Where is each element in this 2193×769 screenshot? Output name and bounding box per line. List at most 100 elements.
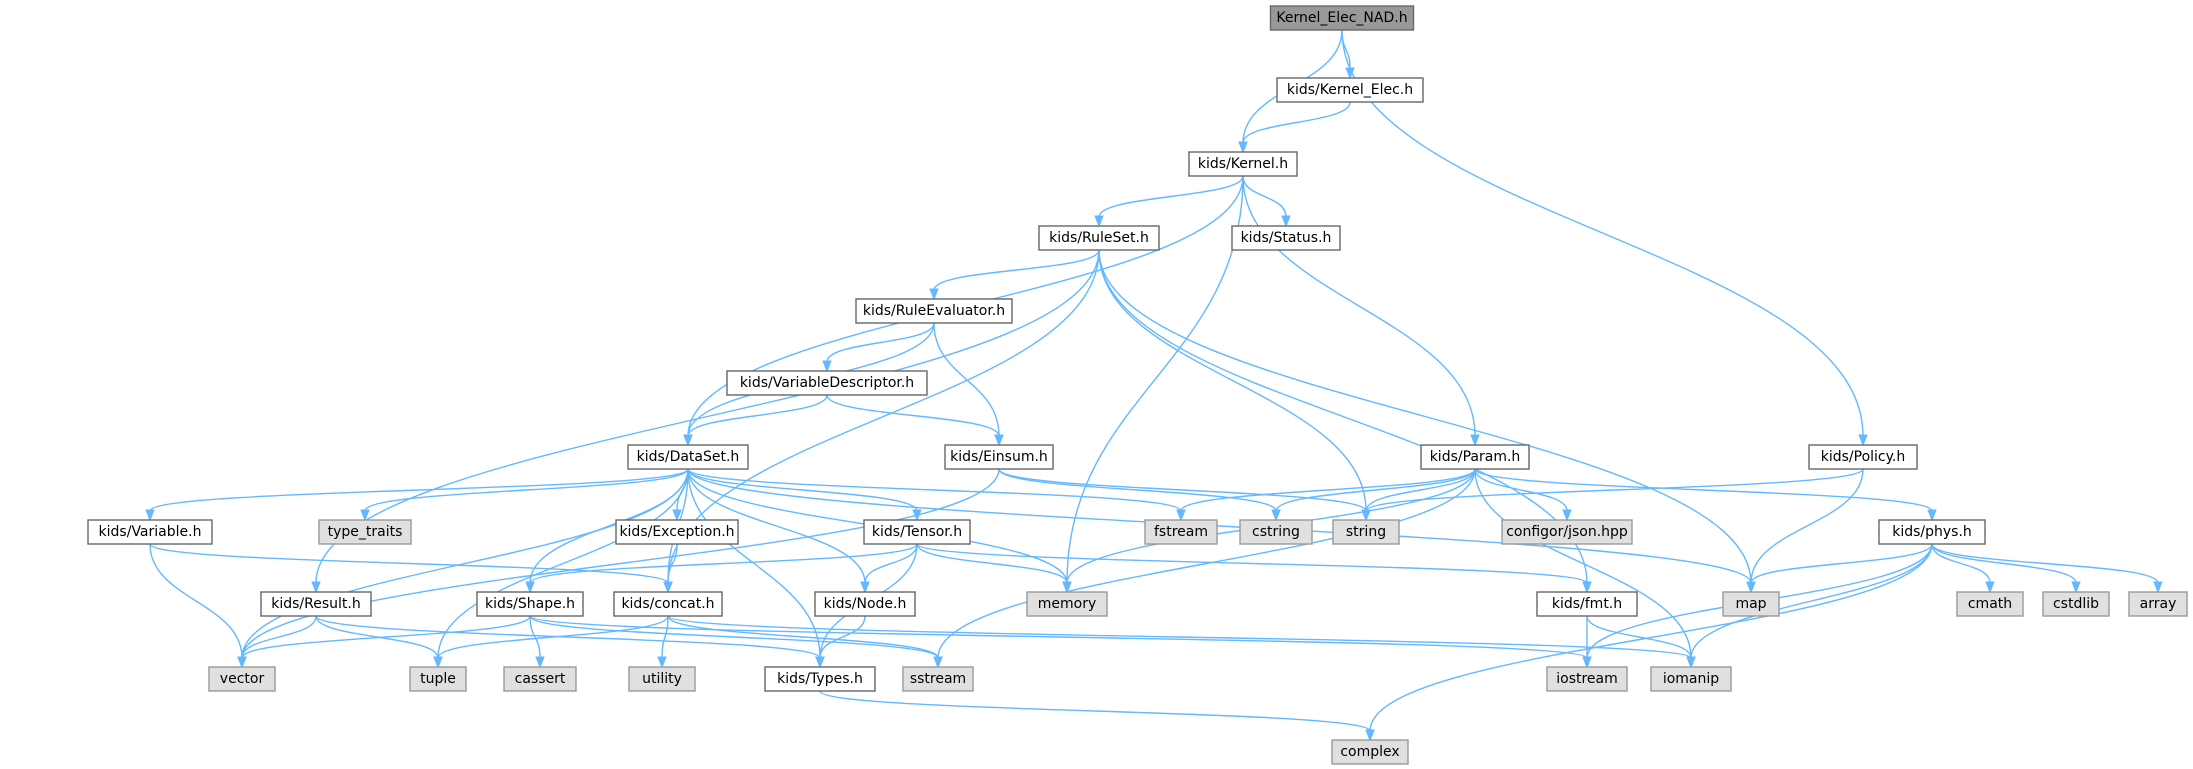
- node-kids-result-h[interactable]: kids/Result.h: [260, 591, 372, 617]
- node-iostream: iostream: [1546, 666, 1628, 692]
- node-kids-variabledescriptor-h[interactable]: kids/VariableDescriptor.h: [726, 370, 928, 396]
- node-cassert: cassert: [503, 666, 577, 692]
- node-kernel-elec-nad-h[interactable]: Kernel_Elec_NAD.h: [1269, 5, 1415, 31]
- node-array: array: [2128, 591, 2188, 617]
- node-kids-param-h[interactable]: kids/Param.h: [1420, 444, 1530, 470]
- edge-result-to-types: [315, 615, 825, 669]
- edge-node-to-types: [815, 615, 866, 669]
- node-label: kids/DataSet.h: [637, 449, 740, 465]
- node-label: kids/Shape.h: [485, 596, 575, 612]
- edge-root-to-kernel_elec: [1341, 29, 1355, 80]
- edge-ruleeval-to-einsum: [933, 322, 1004, 447]
- edge-phys-to-cstdlib: [1931, 543, 2081, 594]
- node-kids-phys-h[interactable]: kids/phys.h: [1878, 519, 1986, 545]
- node-tuple: tuple: [409, 666, 467, 692]
- edge-fmt-to-iostream: [1582, 616, 1592, 669]
- node-label: kids/phys.h: [1892, 524, 1972, 540]
- node-label: map: [1735, 596, 1766, 612]
- edge-shape-to-sstream: [529, 615, 943, 669]
- node-label: kids/concat.h: [621, 596, 714, 612]
- node-label: vector: [220, 671, 265, 687]
- node-map: map: [1722, 591, 1780, 617]
- node-label: cstring: [1252, 524, 1300, 540]
- node-complex: complex: [1331, 739, 1409, 765]
- node-label: type_traits: [328, 524, 403, 540]
- node-kids-exception-h[interactable]: kids/Exception.h: [615, 519, 739, 545]
- edge-tensor-to-fmt: [916, 543, 1592, 594]
- edge-phys-to-cmath: [1931, 543, 1995, 594]
- edge-vardesc-to-einsum: [826, 394, 1004, 447]
- edge-dataset-to-fstream: [687, 468, 1186, 522]
- node-kids-status-h[interactable]: kids/Status.h: [1231, 225, 1341, 251]
- edge-dataset-to-type_traits: [360, 468, 689, 522]
- node-memory: memory: [1026, 591, 1108, 617]
- node-kids-node-h[interactable]: kids/Node.h: [814, 591, 916, 617]
- edge-tensor-to-shape: [525, 543, 918, 594]
- node-fstream: fstream: [1144, 519, 1218, 545]
- node-kids-policy-h[interactable]: kids/Policy.h: [1808, 444, 1918, 470]
- node-label: kids/VariableDescriptor.h: [740, 375, 914, 391]
- node-label: kids/RuleEvaluator.h: [863, 303, 1005, 319]
- edge-kernel-to-ruleset: [1094, 175, 1244, 228]
- node-label: kids/Param.h: [1430, 449, 1521, 465]
- edge-concat-to-tuple: [433, 615, 669, 669]
- edge-kernel-to-status: [1242, 175, 1291, 228]
- node-kids-kernel-elec-h[interactable]: kids/Kernel_Elec.h: [1276, 77, 1424, 103]
- node-label: kids/Types.h: [777, 671, 863, 687]
- node-label: kids/Kernel.h: [1198, 156, 1288, 172]
- edge-kernel_elec-to-kernel: [1238, 101, 1351, 154]
- edge-phys-to-array: [1931, 543, 2163, 594]
- node-iomanip: iomanip: [1650, 666, 1732, 692]
- edge-shape-to-cassert: [529, 615, 545, 669]
- node-cstdlib: cstdlib: [2042, 591, 2110, 617]
- edge-shape-to-vector: [237, 615, 531, 669]
- edge-types-to-complex: [819, 690, 1375, 742]
- node-kids-kernel-h[interactable]: kids/Kernel.h: [1188, 151, 1298, 177]
- node-label: kids/Variable.h: [99, 524, 202, 540]
- node-label: cassert: [515, 671, 566, 687]
- node-kids-shape-h[interactable]: kids/Shape.h: [476, 591, 584, 617]
- node-label: kids/Einsum.h: [950, 449, 1048, 465]
- edge-param-to-fstream: [1176, 468, 1476, 522]
- node-sstream: sstream: [902, 666, 974, 692]
- node-label: kids/Policy.h: [1821, 449, 1906, 465]
- edge-dataset-to-tensor: [687, 468, 922, 522]
- edge-param-to-cstring: [1271, 468, 1476, 522]
- edge-policy-to-string: [1361, 468, 1864, 522]
- edge-param-to-configor: [1474, 468, 1572, 522]
- edge-ruleeval-to-vardesc: [822, 322, 935, 373]
- edge-result-to-vector: [237, 615, 317, 669]
- node-label: kids/fmt.h: [1552, 596, 1622, 612]
- node-label: complex: [1340, 744, 1399, 760]
- edge-phys-to-map: [1746, 543, 1933, 594]
- node-label: kids/Result.h: [271, 596, 360, 612]
- node-kids-dataset-h[interactable]: kids/DataSet.h: [627, 444, 749, 470]
- edge-tensor-to-node: [860, 543, 918, 594]
- node-kids-ruleset-h[interactable]: kids/RuleSet.h: [1038, 225, 1160, 251]
- node-kids-variable-h[interactable]: kids/Variable.h: [87, 519, 213, 545]
- node-label: iomanip: [1663, 671, 1719, 687]
- node-string: string: [1332, 519, 1400, 545]
- node-kids-einsum-h[interactable]: kids/Einsum.h: [944, 444, 1054, 470]
- edge-concat-to-sstream: [667, 615, 943, 669]
- node-label: kids/Kernel_Elec.h: [1287, 82, 1413, 98]
- node-label: kids/Node.h: [824, 596, 907, 612]
- node-kids-tensor-h[interactable]: kids/Tensor.h: [863, 519, 971, 545]
- node-kids-fmt-h[interactable]: kids/fmt.h: [1536, 591, 1638, 617]
- node-label: kids/Tensor.h: [872, 524, 962, 540]
- node-kids-concat-h[interactable]: kids/concat.h: [613, 591, 723, 617]
- node-utility: utility: [628, 666, 696, 692]
- node-label: kids/RuleSet.h: [1049, 230, 1149, 246]
- node-kids-types-h[interactable]: kids/Types.h: [764, 666, 876, 692]
- node-label: utility: [642, 671, 682, 687]
- node-kids-ruleevaluator-h[interactable]: kids/RuleEvaluator.h: [855, 298, 1013, 324]
- node-label: array: [2140, 596, 2177, 612]
- node-label: iostream: [1556, 671, 1618, 687]
- edge-concat-to-utility: [657, 615, 669, 669]
- node-vector: vector: [208, 666, 276, 692]
- node-label: sstream: [910, 671, 966, 687]
- node-cmath: cmath: [1956, 591, 2024, 617]
- node-label: Kernel_Elec_NAD.h: [1276, 10, 1407, 26]
- edge-variable-to-vector: [149, 543, 247, 669]
